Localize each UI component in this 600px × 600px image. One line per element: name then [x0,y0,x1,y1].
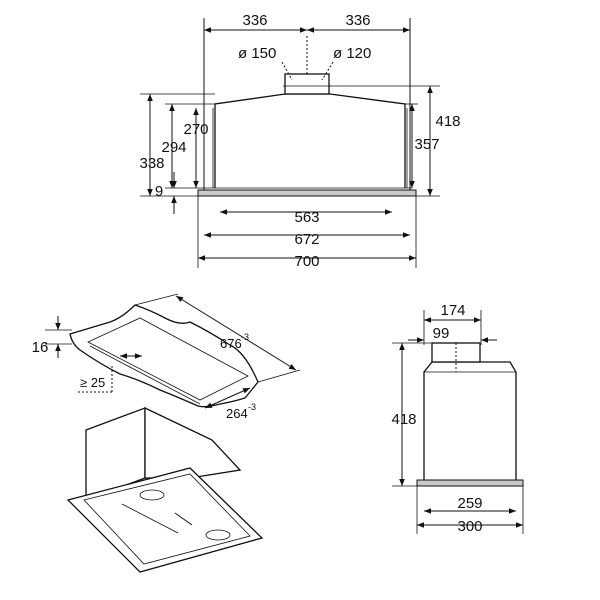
label-336-left: 336 [242,12,267,29]
front-view: 336 336 ø 150 ø 120 338 294 270 9 418 35… [139,12,460,270]
label-338: 338 [139,155,164,172]
label-300: 300 [457,518,482,535]
label-25: ≥ 25 [80,375,105,390]
label-336-right: 336 [345,12,370,29]
label-672: 672 [294,231,319,248]
leader-d120 [321,61,334,81]
dim-676 [175,295,297,371]
label-264-tol: -3 [248,402,256,412]
side-view: 174 99 418 259 300 [391,302,524,535]
label-700: 700 [294,253,319,270]
label-d120: ø 120 [333,45,371,62]
side-bottom-panel [416,479,524,487]
cutout-perspective: 676 -3 264 -3 16 ≥ 25 [32,293,301,421]
cutout-edge [89,345,201,405]
label-16: 16 [32,339,49,356]
label-d150: ø 150 [238,45,276,62]
label-9: 9 [155,183,163,200]
cutout-opening [87,317,249,401]
label-676: 676 [220,336,242,351]
label-259: 259 [457,495,482,512]
outlet-collar [284,73,330,95]
side-body-outline [423,361,517,480]
label-174: 174 [440,302,465,319]
dim-264 [204,387,251,409]
hood-perspective [66,406,264,573]
label-264: 264 [226,406,248,421]
label-294: 294 [161,139,186,156]
label-418: 418 [435,113,460,130]
front-body-outline [214,93,406,188]
hood-handle-line [121,503,179,534]
hood-light-right [205,529,231,541]
hood-light-left [139,489,165,501]
label-563: 563 [294,209,319,226]
hood-side-face [144,406,242,479]
label-357: 357 [414,136,439,153]
hood-control-strip [174,512,193,526]
label-676-tol: -3 [241,332,249,342]
ext-676-right [257,369,301,383]
front-bottom-panel [197,189,417,197]
cutout-frame-outer [69,304,259,408]
front-inner-walls [212,108,408,188]
label-99: 99 [433,325,450,342]
ext-676-left [134,293,179,306]
label-270: 270 [183,121,208,138]
hood-inner-plate [83,473,251,565]
label-418-side: 418 [391,411,416,428]
leader-d150 [281,61,293,81]
